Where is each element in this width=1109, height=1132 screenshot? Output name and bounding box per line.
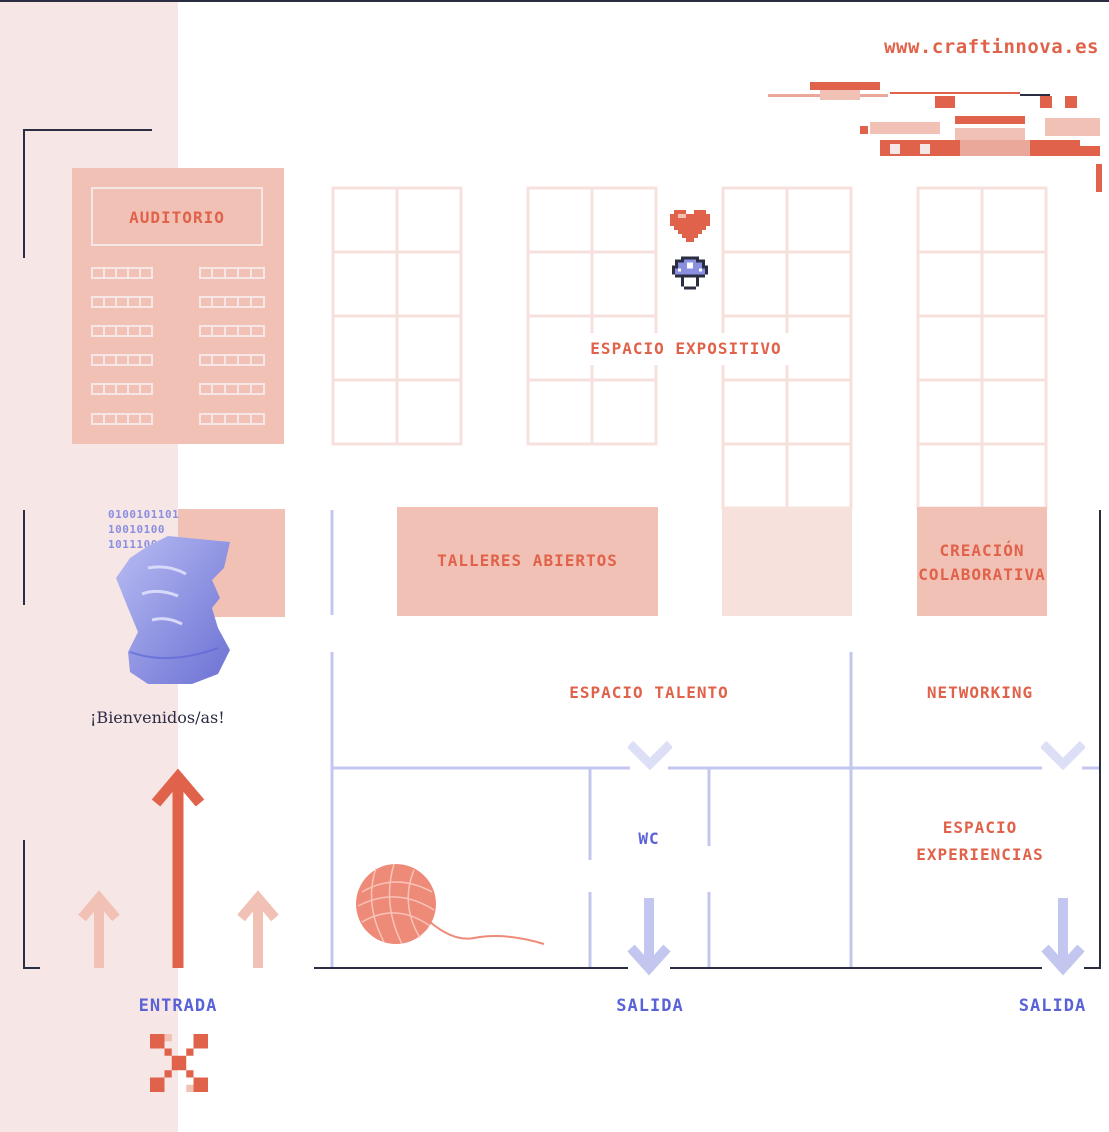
- heart-icon: [670, 210, 710, 242]
- bust-statue-icon: [116, 536, 230, 684]
- creacion-colaborativa-label-1: CREACIÓN: [939, 541, 1025, 560]
- talleres-abiertos-block[interactable]: [397, 507, 658, 616]
- welcome-text: ¡Bienvenidos/as!: [90, 708, 225, 727]
- auditorio-block[interactable]: AUDITORIO: [72, 168, 284, 444]
- entrada-side-arrow-icon: [78, 890, 120, 968]
- chevron-down-icon: [628, 740, 672, 770]
- espacio-talento-label: ESPACIO TALENTO: [569, 683, 729, 702]
- floor-walls: [314, 510, 1101, 969]
- mushroom-icon: [672, 256, 708, 290]
- espacio-expositivo-label: ESPACIO EXPOSITIVO: [590, 339, 782, 358]
- creacion-colaborativa-label-2: COLABORATIVA: [918, 565, 1046, 584]
- talleres-abiertos-label: TALLERES ABIERTOS: [437, 551, 618, 570]
- expositivo-extension-block: [722, 508, 852, 616]
- entrada-arrow-icon: [151, 768, 205, 968]
- website-url[interactable]: www.craftinnova.es: [884, 36, 1099, 58]
- chevron-down-icon: [1041, 740, 1085, 770]
- pixel-x-icon: [150, 1034, 208, 1092]
- binary-line-1: 0100101101: [108, 508, 180, 521]
- auditorio-seating: [91, 267, 265, 425]
- salida-label-1: SALIDA: [616, 996, 684, 1016]
- salida-label-2: SALIDA: [1018, 996, 1087, 1016]
- creacion-colaborativa-block[interactable]: [917, 507, 1047, 616]
- left-wall: [23, 129, 152, 969]
- binary-line-2: 10010100: [108, 523, 165, 536]
- glitch-decoration: [768, 82, 1102, 192]
- expositivo-label-bg: [560, 333, 812, 365]
- networking-label: NETWORKING: [926, 683, 1034, 702]
- salida-arrow-icon: [627, 898, 671, 976]
- entrada-side-arrow-icon: [237, 890, 279, 968]
- salida-arrow-icon: [1041, 898, 1085, 976]
- espacio-experiencias-label-2: EXPERIENCIAS: [916, 845, 1044, 864]
- wc-label: WC: [638, 829, 660, 848]
- espacio-experiencias-label-1: ESPACIO: [942, 818, 1018, 837]
- yarn-ball-icon: [356, 863, 545, 945]
- auditorio-sign: [91, 187, 263, 246]
- entrada-label: ENTRADA: [138, 996, 218, 1016]
- top-border: [0, 0, 1109, 2]
- auditorio-label: AUDITORIO: [129, 208, 225, 227]
